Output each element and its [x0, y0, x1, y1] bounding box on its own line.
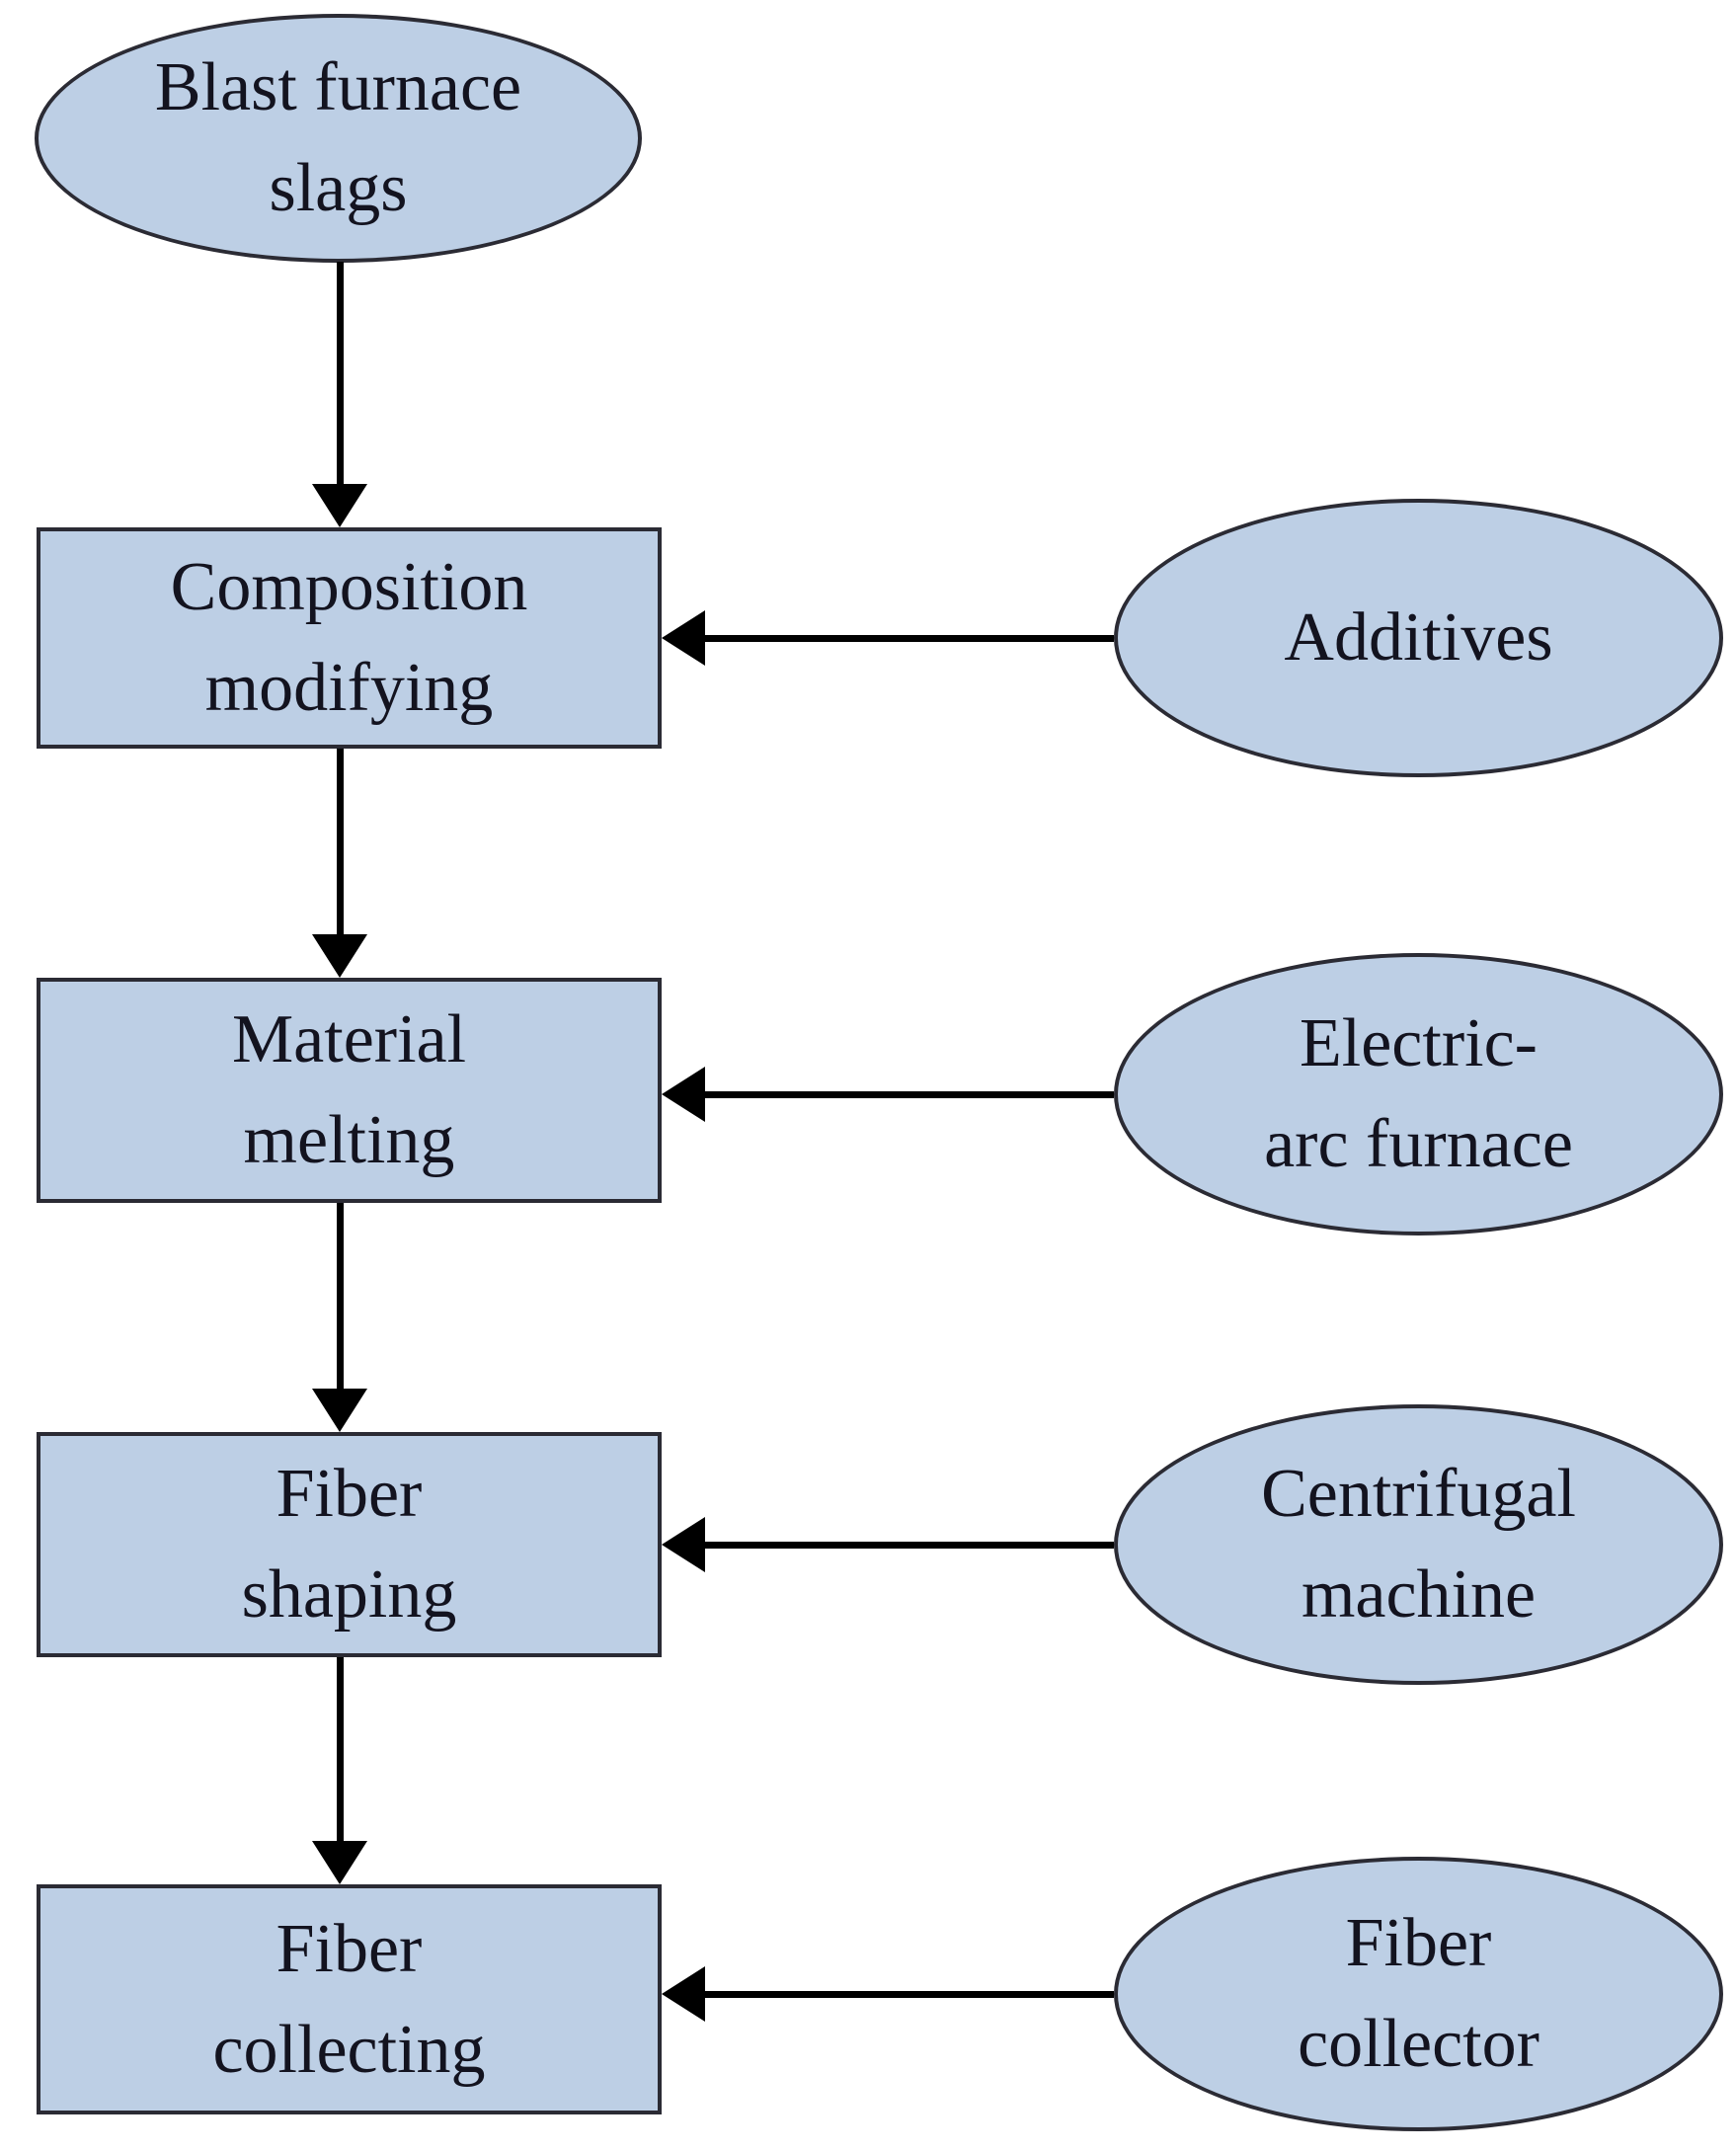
- label-line: collector: [1298, 2006, 1539, 2082]
- label-line: Additives: [1284, 599, 1553, 676]
- arrow-stem: [336, 262, 344, 484]
- arrow-composition-to-material: [312, 749, 367, 978]
- node-label: Material melting: [232, 990, 466, 1191]
- arrow-stem: [705, 1990, 1114, 1998]
- label-line: Fiber: [276, 1910, 423, 1987]
- arrow-head-left: [662, 1966, 705, 2022]
- label-line: Blast furnace: [154, 49, 522, 125]
- arrow-stem: [336, 1657, 344, 1841]
- arrow-shaping-to-collecting: [312, 1657, 367, 1884]
- node-centrifugal-machine: Centrifugal machine: [1114, 1404, 1723, 1685]
- node-fiber-collector: Fiber collector: [1114, 1857, 1723, 2131]
- node-label: Blast furnace slags: [155, 38, 521, 239]
- node-electric-arc-furnace: Electric- arc furnace: [1114, 953, 1723, 1235]
- arrow-head-down: [312, 1389, 367, 1432]
- arrow-slags-to-composition: [312, 262, 367, 527]
- label-line: Fiber: [1345, 1905, 1492, 1981]
- node-additives: Additives: [1114, 499, 1723, 777]
- arrow-head-left: [662, 1067, 705, 1122]
- arrow-stem: [336, 749, 344, 934]
- label-line: shaping: [241, 1556, 457, 1633]
- label-line: slags: [269, 150, 408, 226]
- node-composition-modifying: Composition modifying: [37, 527, 662, 749]
- arrow-stem: [705, 1090, 1114, 1098]
- arrow-material-to-shaping: [312, 1203, 367, 1432]
- label-line: Fiber: [276, 1456, 423, 1532]
- label-line: melting: [243, 1102, 455, 1178]
- label-line: machine: [1301, 1556, 1537, 1633]
- arrow-head-down: [312, 934, 367, 978]
- label-line: Material: [231, 1001, 467, 1077]
- arrow-collector-to-collecting: [662, 1966, 1114, 2022]
- arrow-additives-to-composition: [662, 610, 1114, 666]
- label-line: Electric-: [1300, 1005, 1538, 1081]
- arrow-stem: [705, 634, 1114, 642]
- arrow-head-left: [662, 1517, 705, 1572]
- arrow-centrifugal-to-shaping: [662, 1517, 1114, 1572]
- node-material-melting: Material melting: [37, 978, 662, 1203]
- label-line: collecting: [212, 2011, 486, 2088]
- node-label: Electric- arc furnace: [1264, 994, 1573, 1195]
- node-label: Fiber shaping: [242, 1444, 457, 1645]
- label-line: arc furnace: [1264, 1106, 1573, 1182]
- arrow-head-down: [312, 1841, 367, 1884]
- node-label: Fiber collector: [1298, 1893, 1539, 2095]
- node-label: Composition modifying: [171, 537, 528, 739]
- node-blast-furnace-slags: Blast furnace slags: [35, 14, 642, 263]
- label-line: Composition: [170, 549, 528, 625]
- label-line: modifying: [204, 650, 494, 726]
- arrow-head-left: [662, 610, 705, 666]
- arrow-stem: [705, 1541, 1114, 1549]
- label-line: Centrifugal: [1261, 1456, 1576, 1532]
- arrow-head-down: [312, 484, 367, 527]
- arrow-electric-arc-to-material: [662, 1067, 1114, 1122]
- node-fiber-collecting: Fiber collecting: [37, 1884, 662, 2114]
- node-fiber-shaping: Fiber shaping: [37, 1432, 662, 1657]
- node-label: Additives: [1284, 588, 1552, 688]
- arrow-stem: [336, 1203, 344, 1389]
- node-label: Fiber collecting: [212, 1899, 485, 2101]
- node-label: Centrifugal machine: [1261, 1444, 1576, 1645]
